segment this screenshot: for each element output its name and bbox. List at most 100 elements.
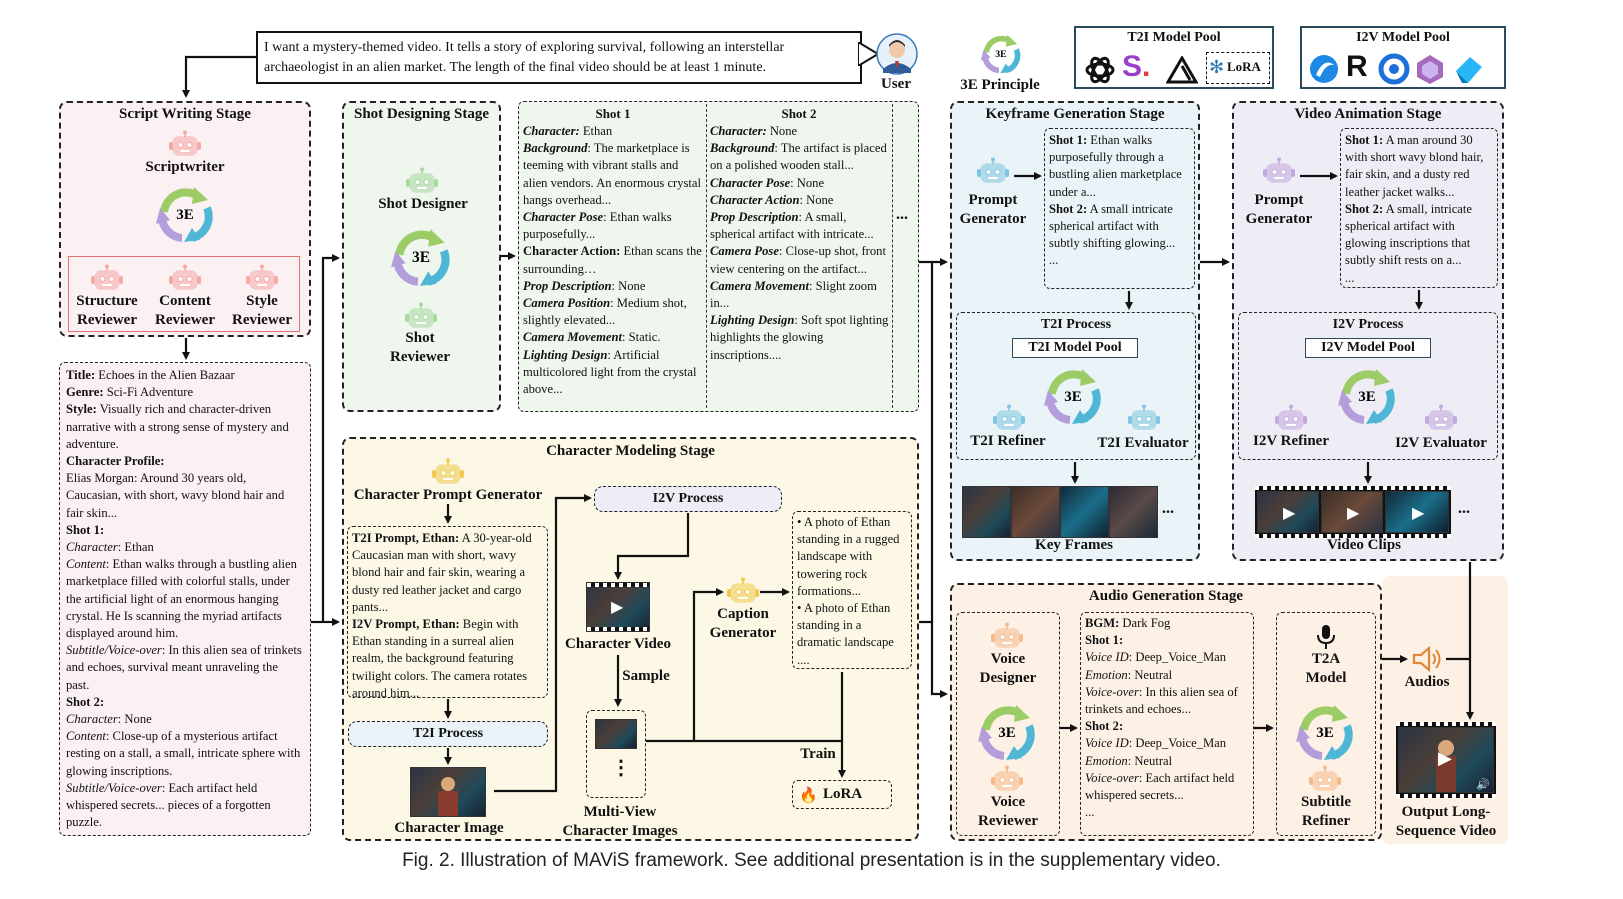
i2v-process-title: I2V Process — [1332, 317, 1404, 332]
text-line: Style: Visually rich and character-drive… — [66, 401, 304, 453]
text-value: : Soft spot lighting highlights the glow… — [710, 313, 889, 362]
text-line: Voice-over: In this alien sea of trinket… — [1085, 684, 1249, 718]
text-line: ... — [1085, 804, 1249, 821]
text-value: A small, intricate spherical artifact wi… — [1345, 201, 1472, 268]
model-logo-5-icon — [1456, 57, 1482, 83]
text-label: Emotion — [1085, 667, 1128, 682]
text-value: : Neutral — [1127, 753, 1173, 768]
text-label: Voice ID — [1085, 736, 1129, 751]
text-label: Shot 2: — [66, 694, 105, 709]
t2a-3e-cycle-icon: 3E — [1292, 698, 1358, 764]
char-stage-title: Character Modeling Stage — [546, 443, 715, 459]
text-line: Voice-over: Each artifact held whispered… — [1085, 770, 1249, 804]
text-value: None — [766, 124, 798, 138]
text-label: Character Profile: — [66, 454, 165, 469]
text-line: Character: Ethan — [66, 539, 304, 556]
text-label: Content — [66, 729, 106, 744]
i2v-model-pool: I2V Model Pool R — [1300, 26, 1506, 89]
text-line: I2V Prompt, Ethan: Begin with Ethan stan… — [352, 616, 543, 702]
text-value: : In this alien sea of trinkets and echo… — [1085, 684, 1238, 717]
svg-text:3E: 3E — [176, 207, 194, 223]
speaker-icon — [1412, 645, 1441, 673]
text-label: Character Action: — [523, 244, 621, 259]
shot-2-title: Shot 2 — [781, 106, 817, 121]
video-clips-label: Video Clips — [1326, 537, 1402, 553]
text-value: : The marketplace is teeming with vibran… — [523, 141, 702, 207]
i2v-3e-cycle-icon: 3E — [1334, 362, 1400, 428]
text-line: ... — [1049, 252, 1190, 269]
text-line: Shot 1: Ethan walks purposefully through… — [1049, 132, 1190, 201]
text-line: Camera Movement: Slight zoom in... — [710, 278, 890, 312]
text-value: : Static. — [622, 330, 661, 345]
text-value: : The artifact is placed on a polished w… — [710, 141, 887, 173]
prompt-pointer — [858, 42, 880, 66]
text-line: Emotion: Neutral — [1085, 667, 1249, 684]
t2i-process-title: T2I Process — [1040, 317, 1112, 332]
keyframe-stage-title: Keyframe Generation Stage — [985, 106, 1165, 122]
multi-view-dots: ⋮ — [611, 757, 631, 779]
video-clips-ellipsis: ... — [1458, 500, 1470, 517]
text-label: Character — [66, 712, 118, 727]
text-value: A man around 30 with short wavy blond ha… — [1345, 133, 1484, 199]
text-line: BGM: Dark Fog — [1085, 615, 1249, 632]
text-value: Echoes in the Alien Bazaar — [95, 368, 235, 382]
text-line: Camera Movement: Static. — [523, 329, 705, 346]
text-label: Background — [523, 141, 588, 156]
caption-text-box: • A photo of Ethan standing in a rugged … — [792, 511, 912, 669]
audio-stage-title: Audio Generation Stage — [1088, 588, 1244, 604]
text-line: Character Profile: — [66, 453, 304, 470]
text-label: Shot 2: — [1085, 719, 1124, 734]
text-label: Camera Position — [523, 296, 611, 311]
text-value: Ethan — [579, 124, 613, 138]
text-value: : Each artifact held whispered secrets..… — [1085, 770, 1235, 803]
model-logo-4-icon — [1417, 55, 1443, 84]
text-label: Subtitle/Voice-over — [66, 780, 162, 795]
text-label: BGM: — [1085, 616, 1120, 630]
text-value: : A small, spherical artifact with intri… — [710, 210, 874, 242]
text-line: Prop Description: None — [523, 278, 705, 295]
shot-divider-2 — [892, 104, 893, 408]
text-label: Shot 1: — [1049, 133, 1088, 147]
text-label: Character Action — [710, 192, 800, 207]
char-prompt-text-box: T2I Prompt, Ethan: A 30-year-old Caucasi… — [347, 526, 548, 700]
text-line: Camera Pose: Close-up shot, front view c… — [710, 243, 890, 277]
i2v-evaluator-label: I2V Evaluator — [1395, 435, 1487, 451]
script-stage-title: Script Writing Stage — [119, 106, 251, 122]
text-label: I2V Prompt, Ethan: — [352, 617, 460, 632]
fire-icon: 🔥 — [799, 788, 818, 804]
text-line: Shot 1: — [1085, 632, 1249, 649]
text-line: Character Pose: None — [710, 175, 890, 192]
text-value: Ethan walks purposefully through a bustl… — [1049, 133, 1182, 199]
text-value: : Neutral — [1127, 667, 1173, 682]
figure-caption: Fig. 2. Illustration of MAViS framework.… — [402, 850, 1221, 871]
text-line: Title: Echoes in the Alien Bazaar — [66, 367, 304, 384]
char-i2v-process: I2V Process — [594, 486, 782, 512]
text-value: : Medium shot, slightly elevated... — [523, 296, 687, 328]
text-line: Prop Description: A small, spherical art… — [710, 209, 890, 243]
text-value: ... — [1085, 805, 1095, 820]
stability-logo-icon: S. — [1122, 50, 1151, 83]
prompt-line-1: I want a mystery-themed video. It tells … — [264, 40, 785, 55]
clip-2-play-icon: ▶ — [1347, 505, 1360, 522]
char-t2i-process: T2I Process — [348, 721, 548, 747]
output-video-label: Output Long-Sequence Video — [1395, 804, 1497, 839]
lora-box: ✻ LoRA — [1206, 52, 1270, 84]
text-value: : Each artifact held whispered secrets..… — [66, 780, 271, 830]
key-frames-strip — [962, 486, 1158, 538]
text-line: Voice ID: Deep_Voice_Man — [1085, 735, 1249, 752]
caption-item: • A photo of Ethan standing in a dramati… — [797, 601, 894, 667]
text-value: Elias Morgan: Around 30 years old, Cauca… — [66, 471, 285, 520]
text-label: Character Pose — [523, 210, 604, 225]
text-label: Lighting Design — [710, 313, 795, 328]
microphone-icon — [1317, 625, 1335, 649]
text-line: Shot 2: A small, intricate spherical art… — [1345, 201, 1493, 270]
text-line: Shot 2: — [66, 694, 304, 711]
3e-principle-label: 3E Principle — [960, 77, 1040, 93]
text-line: Shot 1: A man around 30 with short wavy … — [1345, 132, 1493, 201]
text-line: Character Action: None — [710, 192, 890, 209]
